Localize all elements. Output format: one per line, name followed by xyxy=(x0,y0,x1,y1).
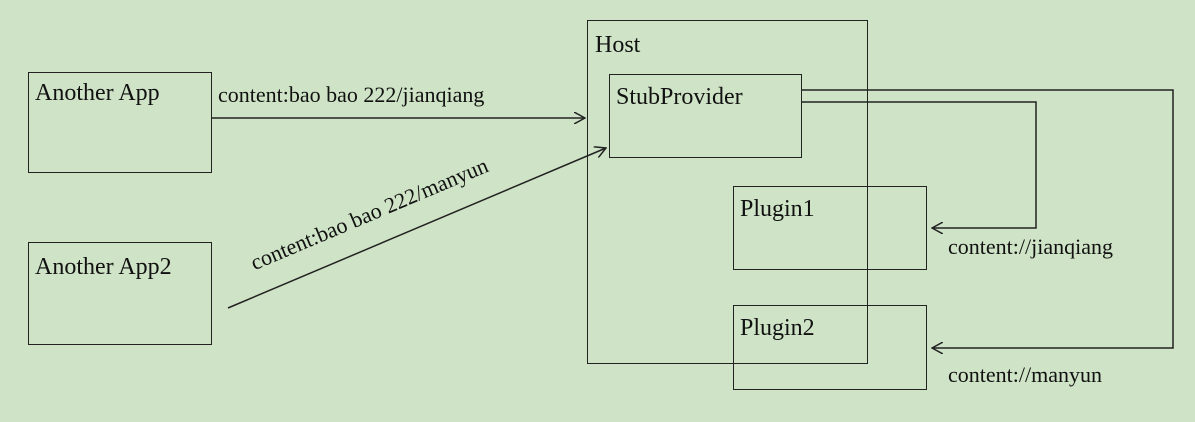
another-app-box: Another App xyxy=(28,72,212,173)
edge-label-stub-to-plugin1: content://jianqiang xyxy=(948,234,1113,259)
another-app2-box: Another App2 xyxy=(28,242,212,345)
plugin1-label: Plugin1 xyxy=(740,196,815,222)
another-app-label: Another App xyxy=(35,80,160,106)
host-label: Host xyxy=(595,32,641,58)
stub-provider-box: StubProvider xyxy=(609,74,802,158)
another-app2-label: Another App2 xyxy=(35,254,172,280)
plugin2-label: Plugin2 xyxy=(740,315,815,341)
host-box: Host xyxy=(587,20,868,364)
edge-app2-to-stub xyxy=(227,148,606,309)
plugin1-box: Plugin1 xyxy=(733,186,927,270)
edge-stub-to-plugin1 xyxy=(802,101,1037,228)
edge-stub-to-plugin2 xyxy=(802,89,1174,348)
edge-label-app-to-stub: content:bao bao 222/jianqiang xyxy=(218,82,485,107)
stub-provider-label: StubProvider xyxy=(616,84,743,110)
plugin2-box: Plugin2 xyxy=(733,305,927,390)
edge-label-stub-to-plugin2: content://manyun xyxy=(948,362,1102,387)
